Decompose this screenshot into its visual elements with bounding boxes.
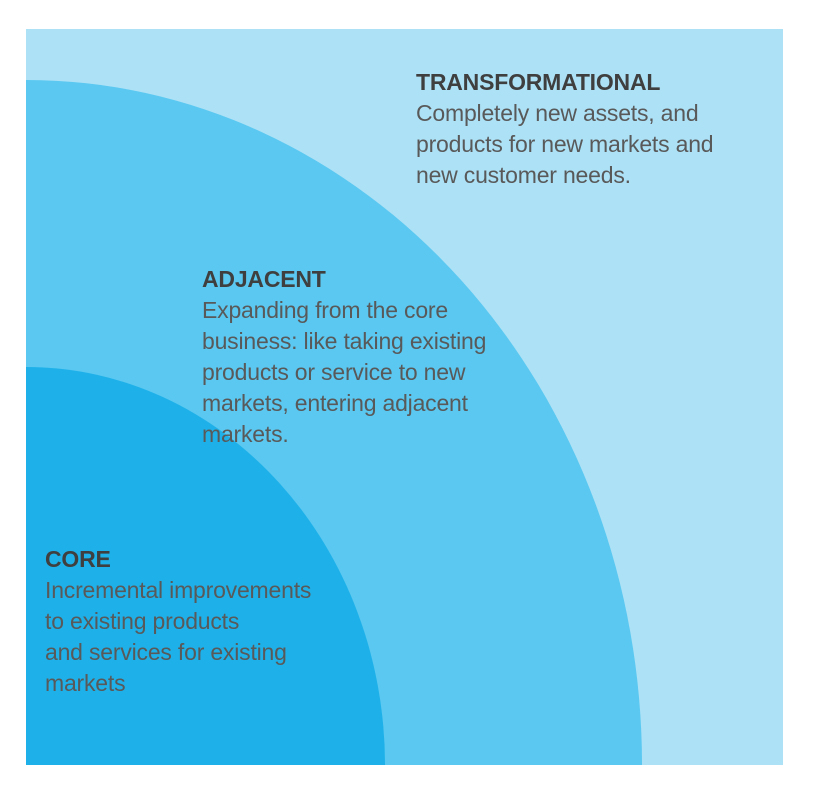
core-description: Incremental improvements to existing pro… [45,577,312,696]
transformational-label: TRANSFORMATIONAL [416,69,661,95]
zone-text-adjacent: ADJACENT Expanding from the core busines… [202,264,572,450]
transformational-zone-region [26,29,783,765]
adjacent-label: ADJACENT [202,266,326,292]
adjacent-description: Expanding from the core business: like t… [202,297,487,447]
zone-text-core: CORE Incremental improvements to existin… [45,544,415,699]
zone-text-transformational: TRANSFORMATIONAL Completely new assets, … [416,67,776,191]
transformational-description: Completely new assets, and products for … [416,100,714,188]
core-label: CORE [45,546,111,572]
